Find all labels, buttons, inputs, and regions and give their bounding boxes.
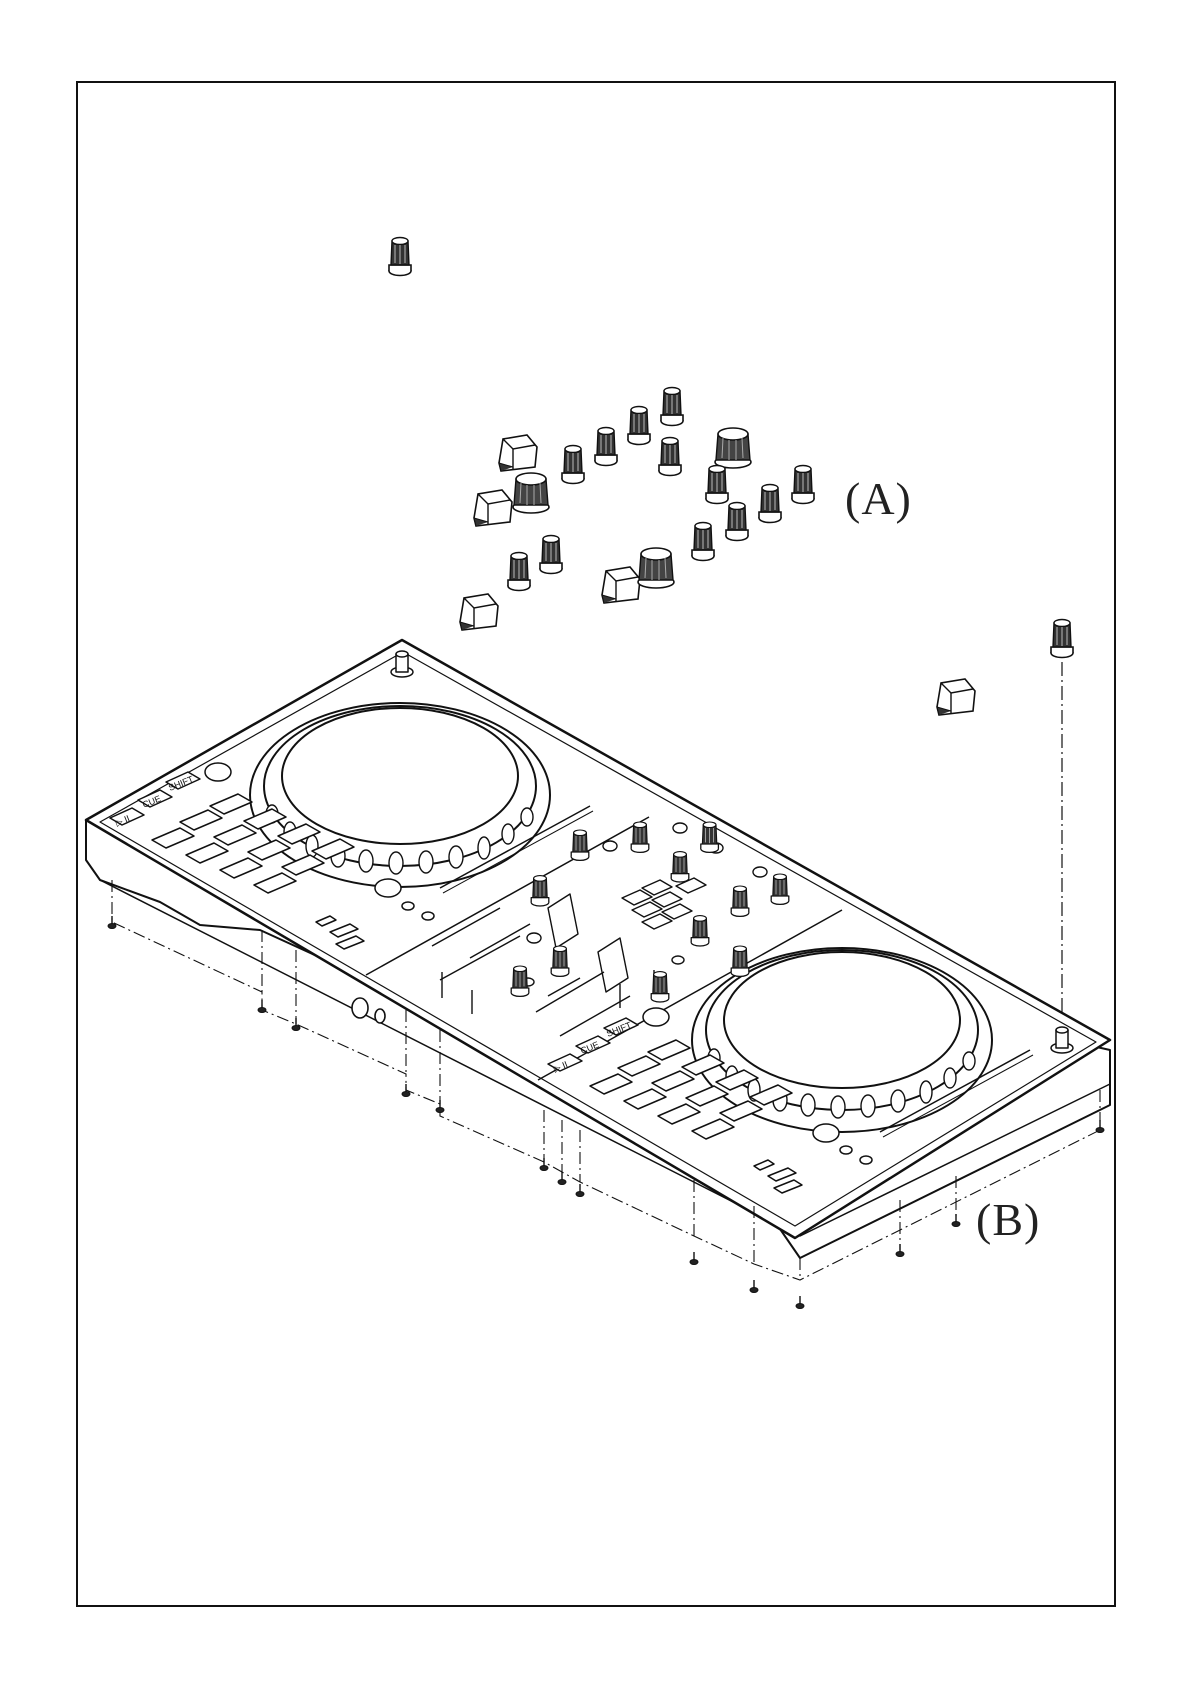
knob — [540, 536, 562, 574]
big-knob — [715, 428, 751, 468]
fader-cap — [602, 567, 640, 603]
knob — [661, 388, 683, 426]
callout-label-a: (A) — [845, 472, 912, 525]
dj-controller-body-b: SHIFT CUE ▷ II — [86, 640, 1110, 1258]
knob — [792, 466, 814, 504]
fader-cap — [937, 679, 975, 715]
loose-knob-top-left — [389, 238, 411, 276]
knob — [659, 438, 681, 476]
headphone-jack — [352, 998, 368, 1018]
knob — [759, 485, 781, 523]
callout-label-b: (B) — [976, 1193, 1040, 1246]
knob — [508, 553, 530, 591]
knob — [628, 407, 650, 445]
fader-cap — [499, 435, 537, 471]
knob — [562, 446, 584, 484]
big-knob — [513, 473, 549, 513]
headphone-jack — [375, 1009, 385, 1023]
knob — [692, 523, 714, 561]
fader-cap — [474, 490, 512, 526]
knob — [726, 503, 748, 541]
knob — [706, 466, 728, 504]
loose-knob-right — [1051, 620, 1073, 658]
knob-caps-group-a — [389, 238, 1073, 716]
fader-cap — [460, 594, 498, 630]
big-knob — [638, 548, 674, 588]
knob — [595, 428, 617, 466]
